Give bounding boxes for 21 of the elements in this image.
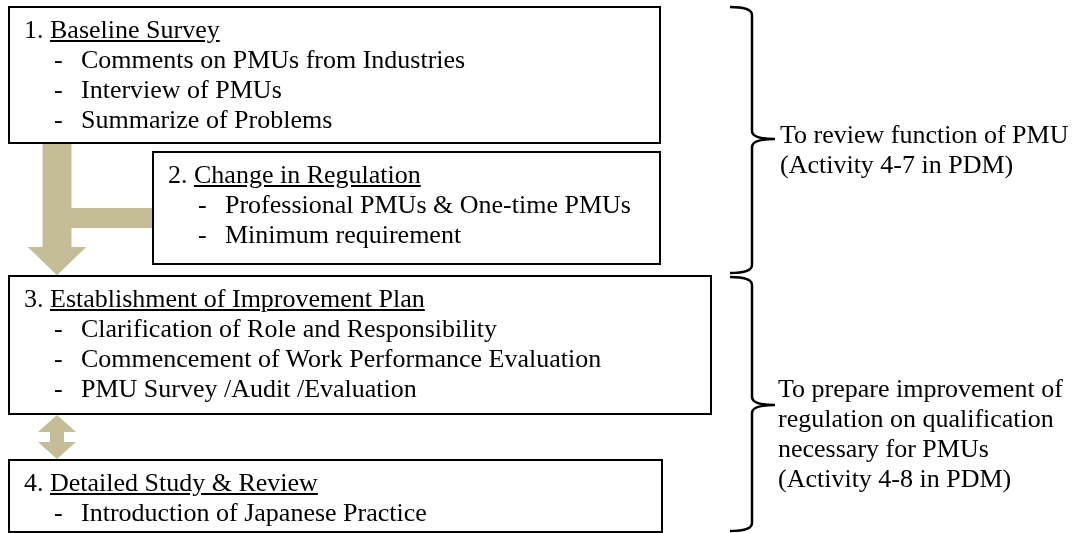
process-box xyxy=(8,275,712,415)
bullet-item: - Summarize of Problems xyxy=(54,105,333,135)
bullet-item: - Clarification of Role and Responsibility xyxy=(54,314,497,344)
bullet-item: - Interview of PMUs xyxy=(54,75,282,105)
step-heading: 3. Establishment of Improvement Plan xyxy=(24,284,425,314)
arrow xyxy=(28,208,152,275)
bullet-item: - Comments on PMUs from Industries xyxy=(54,45,466,75)
process-box xyxy=(8,6,661,144)
bracket-note: To prepare improvement of regulation on qualification necessary for PMUs (Activity 4-8 in PDM) xyxy=(778,374,1064,494)
step-heading: 1. Baseline Survey xyxy=(24,15,220,45)
bullet-item: - PMU Survey /Audit /Evaluation xyxy=(54,374,417,404)
step-heading: 4. Detailed Study & Review xyxy=(24,468,318,498)
bullet-item: - Introduction of Japanese Practice xyxy=(54,498,427,528)
double-arrow xyxy=(38,415,76,459)
bullet-item: - Commencement of Work Performance Evaluation xyxy=(54,344,602,374)
step-heading: 2. Change in Regulation xyxy=(168,160,421,190)
bullet-item: - Professional PMUs & One-time PMUs xyxy=(198,190,631,220)
bracket-note: To review function of PMU (Activity 4-7 in PDM) xyxy=(780,120,1070,180)
process-box xyxy=(8,459,663,533)
process-box xyxy=(152,151,661,265)
bullet-item: - Minimum requirement xyxy=(198,220,462,250)
